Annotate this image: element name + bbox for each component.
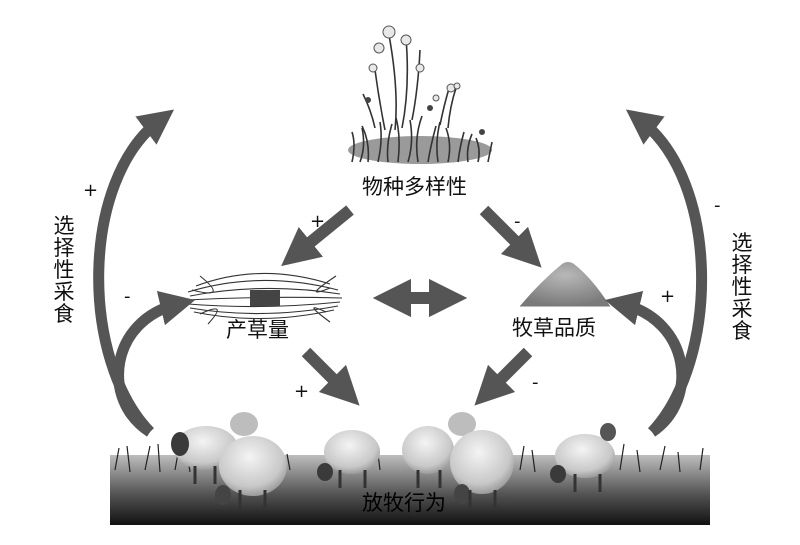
- grass-bundle-icon: [185, 272, 343, 325]
- forage-powder-icon: [520, 262, 610, 307]
- flower-meadow-icon: [348, 25, 493, 164]
- node-grass-yield: 产草量: [226, 318, 289, 342]
- sign-left-outer: +: [83, 180, 99, 201]
- arrow-left-outer: [93, 109, 175, 436]
- sign-diversity-to-quality: -: [514, 211, 521, 232]
- sign-right-inner: +: [660, 286, 676, 307]
- arrow-quality-to-grazing: [474, 347, 533, 406]
- arrow-diversity-to-yield: [281, 205, 354, 267]
- node-grazing-behavior: 放牧行为: [362, 491, 446, 515]
- label-selective-feeding-left: 选择性采食: [53, 214, 75, 327]
- sign-diversity-to-yield: +: [310, 211, 326, 232]
- arrow-yield-to-grazing: [301, 347, 360, 406]
- label-selective-feeding-right: 选择性采食: [731, 231, 753, 344]
- sheep-flock-icon: [110, 412, 710, 525]
- arrow-left-inner: [113, 290, 196, 437]
- sign-quality-to-grazing: -: [532, 372, 539, 393]
- node-forage-quality: 牧草品质: [512, 316, 596, 340]
- sign-left-inner: -: [124, 286, 131, 307]
- node-species-diversity: 物种多样性: [362, 175, 467, 199]
- arrow-right-inner: [604, 290, 688, 437]
- sign-right-outer: -: [714, 195, 721, 216]
- arrow-diversity-to-quality: [479, 205, 542, 268]
- arrow-right-outer: [625, 109, 707, 436]
- sign-yield-to-grazing: +: [294, 381, 310, 402]
